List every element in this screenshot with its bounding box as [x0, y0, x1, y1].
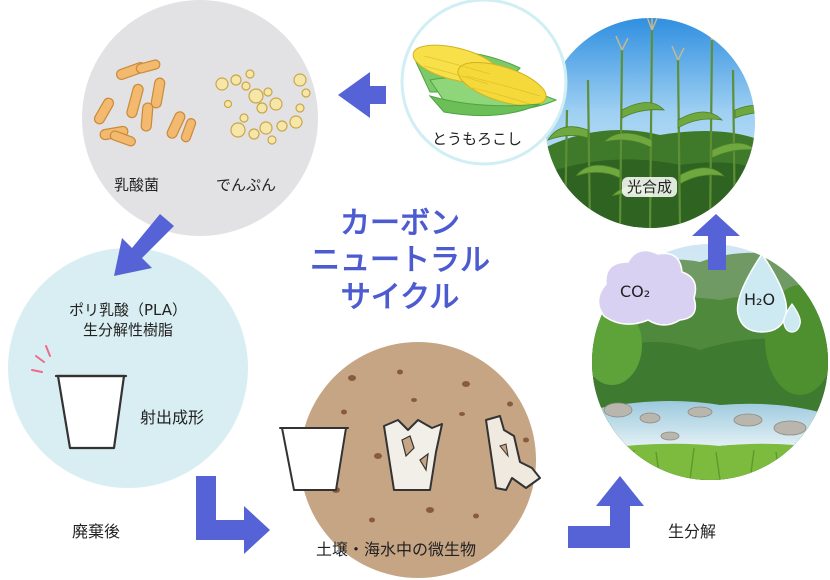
corn-label: とうもろこし	[432, 130, 523, 148]
degrading-cup-illustration	[383, 419, 443, 491]
pla-label-line-1: ポリ乳酸（PLA）	[68, 301, 187, 319]
title-line-2: ニュートラル	[310, 243, 490, 278]
co2-label: CO₂	[620, 282, 651, 301]
photosynthesis-label: 光合成	[622, 176, 678, 197]
arrow-left-icon	[338, 72, 386, 118]
starch-label: でんぷん	[216, 176, 277, 194]
title-line-3: サイクル	[340, 280, 460, 315]
title-line-1: カーボン	[340, 206, 460, 241]
cycle-title: カーボン ニュートラル サイクル	[300, 205, 500, 316]
arrow-corner-right-icon	[196, 476, 270, 554]
corn-illustration	[412, 44, 558, 117]
arrow-down-left-icon	[114, 214, 174, 276]
biodegradation-label: 生分解	[668, 522, 717, 541]
corn-inset-circle	[400, 0, 568, 166]
intact-cup-illustration	[279, 427, 349, 491]
pla-cup-illustration	[54, 374, 128, 450]
photosynthesis-label-text: 光合成	[622, 177, 678, 197]
sparkle-icon	[31, 345, 51, 373]
bacteria-starch-circle	[82, 0, 318, 236]
pla-label: ポリ乳酸（PLA） 生分解性樹脂	[62, 300, 194, 340]
lactic-bacteria-illustration	[93, 59, 197, 147]
co2-cloud	[597, 249, 697, 326]
arrow-up-icon	[692, 214, 740, 270]
bacteria-label: 乳酸菌	[114, 176, 160, 194]
arrow-corner-up-icon	[568, 476, 644, 548]
pla-circle	[8, 248, 248, 488]
h2o-droplets	[736, 252, 801, 333]
cycle-arrows	[114, 72, 740, 554]
molding-label: 射出成形	[140, 408, 205, 427]
degraded-cup-illustration	[485, 415, 541, 491]
after-disposal-label: 廃棄後	[72, 522, 121, 541]
microbes-label: 土壌・海水中の微生物	[316, 540, 477, 559]
h2o-label: H₂O	[744, 290, 776, 309]
starch-illustration	[215, 69, 311, 145]
soil-circle	[279, 342, 541, 578]
pla-label-line-2: 生分解性樹脂	[82, 321, 173, 339]
photosynthesis-circle	[545, 18, 755, 228]
